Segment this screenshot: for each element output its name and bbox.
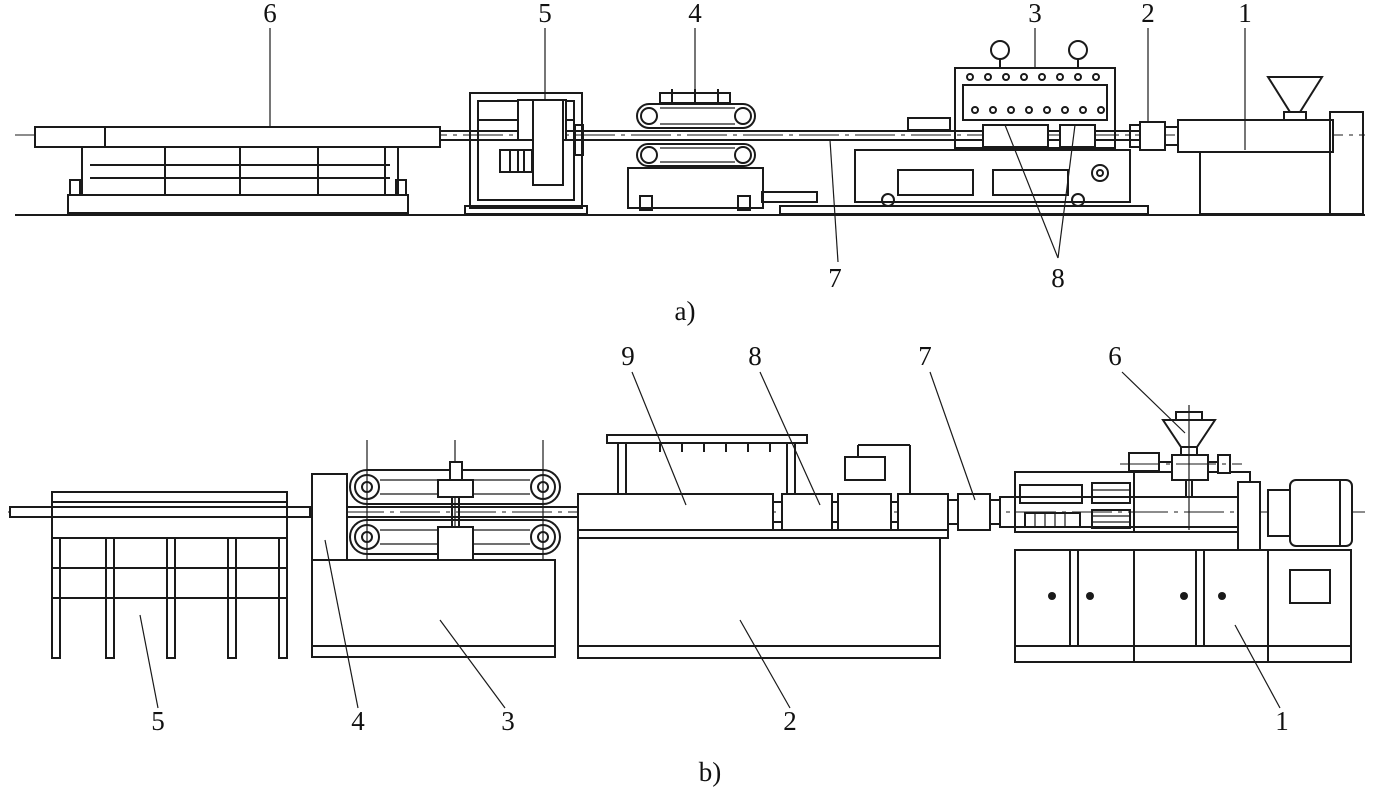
- extruder-b: [999, 405, 1353, 663]
- leaders-b: [139, 371, 1281, 709]
- label-5-a: 5: [538, 0, 552, 28]
- label-6-b: 6: [1108, 341, 1122, 371]
- label-3-b: 3: [501, 706, 515, 736]
- cutter-b: [311, 473, 348, 561]
- label-1-b: 1: [1275, 706, 1289, 736]
- label-8-b: 8: [748, 341, 762, 371]
- diagram-b: 9 8 7 6 5 4 3 2 1 b): [8, 341, 1365, 787]
- cooling-tank-b: [577, 434, 949, 659]
- label-6-a: 6: [263, 0, 277, 28]
- stacker-table-a: [34, 126, 441, 214]
- label-5-b: 5: [151, 706, 165, 736]
- label-2-a: 2: [1141, 0, 1155, 28]
- stacker-b: [9, 491, 311, 659]
- label-7-a: 7: [828, 263, 842, 293]
- label-3-a: 3: [1028, 0, 1042, 28]
- label-4-a: 4: [688, 0, 702, 28]
- die-b: [947, 493, 1001, 531]
- label-8-a: 8: [1051, 263, 1065, 293]
- leaders-a: [269, 28, 1246, 263]
- label-9-b: 9: [621, 341, 635, 371]
- cutter-a: [464, 92, 588, 215]
- caption-a: a): [675, 296, 696, 326]
- sizing-tank-a: [779, 40, 1149, 215]
- label-1-a: 1: [1238, 0, 1252, 28]
- label-4-b: 4: [351, 706, 365, 736]
- label-2-b: 2: [783, 706, 797, 736]
- haul-off-b: [311, 440, 561, 658]
- caption-b: b): [699, 757, 722, 787]
- extruder-a: [1177, 76, 1364, 215]
- haul-off-a: [627, 89, 818, 211]
- diagram-a: 6 5 4 3 2 1 7 8 a): [15, 0, 1365, 326]
- label-7-b: 7: [918, 341, 932, 371]
- die-a: [1129, 121, 1180, 151]
